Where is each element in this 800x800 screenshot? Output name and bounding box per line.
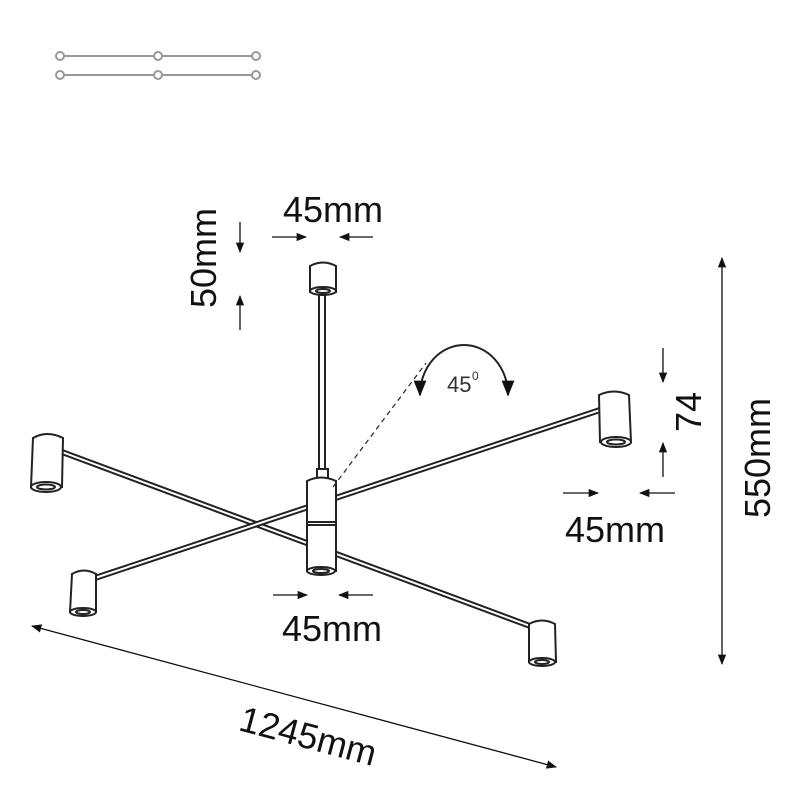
shade-width-dimension: 45mm — [563, 488, 675, 550]
total-width-label: 1245mm — [235, 698, 381, 774]
central-body — [306, 468, 337, 576]
ceiling-canopy — [309, 261, 337, 296]
shade-width-label: 45mm — [565, 509, 665, 550]
angle-label: 45 — [447, 372, 471, 397]
body-width-dimension: 45mm — [273, 590, 382, 649]
shade-height-label: 74 — [668, 392, 709, 432]
arm-2 — [94, 407, 601, 581]
body-width-label: 45mm — [282, 608, 382, 649]
arm-1 — [60, 449, 532, 629]
total-height-label: 550mm — [737, 398, 778, 518]
dual-track-icon — [55, 51, 261, 80]
lamp-bottom-left — [68, 569, 97, 617]
lamp-top-right — [597, 390, 633, 448]
shade-height-dimension: 74 — [658, 348, 709, 477]
canopy-width-label: 45mm — [283, 189, 383, 230]
canopy-width-dimension: 45mm — [272, 189, 383, 242]
angle-unit: 0 — [472, 369, 479, 383]
lamp-bottom-right — [528, 619, 558, 667]
angle-indicator: 45 0 — [332, 344, 515, 488]
canopy-height-dimension: 50mm — [183, 208, 245, 330]
canopy-height-label: 50mm — [183, 208, 224, 308]
total-height-dimension: 550mm — [717, 256, 778, 666]
lamp-top-left — [29, 433, 65, 493]
ceiling-rod — [318, 294, 326, 471]
